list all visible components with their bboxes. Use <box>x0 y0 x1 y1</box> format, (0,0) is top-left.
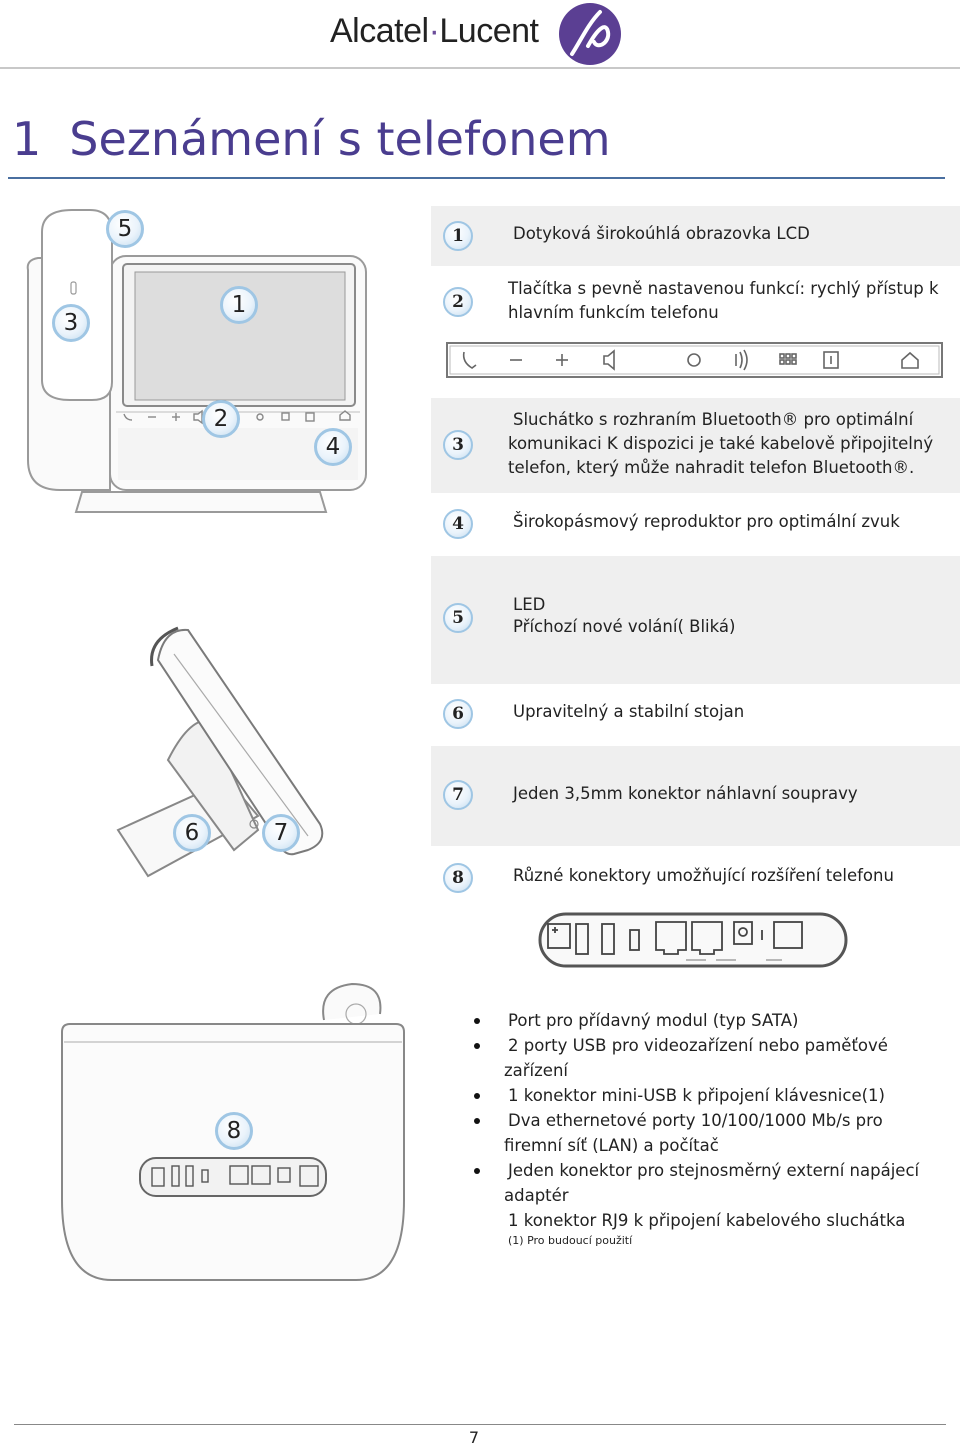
feature-text-line: Příchozí nové volání( Bliká) <box>513 617 736 636</box>
brand-logo-text: Alcatel·Lucent <box>330 12 539 51</box>
callout-front-1: 1 <box>220 286 258 324</box>
header-divider <box>0 67 960 69</box>
feature-row-8: 8 Různé konektory umožňující rozšíření t… <box>431 856 960 900</box>
bullet-text-line: zařízení <box>504 1061 568 1080</box>
ethernet-port-icon <box>691 921 723 955</box>
feature-number-badge: 3 <box>443 430 473 460</box>
bullet-text-line: 2 porty USB pro videozařízení nebo paměť… <box>508 1036 888 1055</box>
bullet-dot <box>474 1043 480 1049</box>
sata-port-icon <box>547 923 571 949</box>
feature-description: Tlačítka s pevně nastavenou funkcí: rych… <box>508 277 939 325</box>
speaker-icon <box>603 349 615 371</box>
feature-description: Sluchátko s rozhraním Bluetooth® pro opt… <box>508 408 933 480</box>
bullet-item: Port pro přídavný modul (typ SATA) <box>474 1008 944 1033</box>
chapter-number: 1 <box>12 112 42 166</box>
feature-text-line: hlavním funkcím telefonu <box>508 303 719 322</box>
bullet-text-line: Jeden konektor pro stejnosměrný externí … <box>508 1161 920 1180</box>
dc-jack-icon <box>733 921 753 945</box>
bullet-text-line: 1 konektor mini-USB k připojení klávesni… <box>508 1086 885 1105</box>
feature-text-line: komunikaci K dispozici je také kabelově … <box>508 434 934 453</box>
callout-side-6: 6 <box>173 814 211 852</box>
chapter-title: Seznámení s telefonem <box>69 112 611 166</box>
usb-port-icon <box>601 923 615 955</box>
bullet-text-line: Dva ethernetové porty 10/100/1000 Mb/s p… <box>508 1111 883 1130</box>
bullet-dot <box>474 1168 480 1174</box>
feature-text-line: Tlačítka s pevně nastavenou funkcí: rych… <box>508 279 939 298</box>
feature-text-line: telefon, který může nahradit telefon Blu… <box>508 458 915 477</box>
feature-number-badge: 2 <box>443 287 473 317</box>
feature-row-6: 6 Upravitelný a stabilní stojan <box>431 690 960 740</box>
rj9-port-icon <box>761 921 803 949</box>
footer-divider <box>14 1424 946 1425</box>
feature-row-3: 3 Sluchátko s rozhraním Bluetooth® pro o… <box>431 398 960 493</box>
phone-back-illustration <box>61 982 405 1281</box>
callout-front-5: 5 <box>106 210 144 248</box>
feature-text-line: Jeden 3,5mm konektor náhlavní soupravy <box>513 784 858 803</box>
feature-description: Upravitelný a stabilní stojan <box>513 700 744 724</box>
feature-description: Širokopásmový reproduktor pro optimální … <box>513 510 900 534</box>
feature-row-2: 2 Tlačítka s pevně nastavenou funkcí: ry… <box>431 272 960 332</box>
feature-description: Různé konektory umožňující rozšíření tel… <box>513 864 894 888</box>
feature-number-badge: 1 <box>443 221 473 251</box>
handset-icon <box>462 351 477 369</box>
circle-icon <box>687 353 701 367</box>
feature-text-line: Sluchátko s rozhraním Bluetooth® pro opt… <box>513 410 914 429</box>
bullet-item: Dva ethernetové porty 10/100/1000 Mb/s p… <box>474 1108 944 1158</box>
bullet-dot <box>474 1018 480 1024</box>
brand-part2: Lucent <box>439 12 539 50</box>
home-icon <box>901 351 919 369</box>
bullet-dot <box>474 1118 480 1124</box>
usb-port-icon <box>575 923 589 955</box>
phone-front-illustration <box>26 209 367 513</box>
brand-part1: Alcatel <box>330 12 429 50</box>
function-keys-strip <box>446 342 943 378</box>
feature-text-line: LED <box>513 595 546 614</box>
footnote: (1) Pro budoucí použití <box>508 1234 633 1247</box>
bullet-text-line: 1 konektor RJ9 k připojení kabelového sl… <box>508 1211 906 1230</box>
callout-front-3: 3 <box>52 304 90 342</box>
feature-number-badge: 8 <box>443 863 473 893</box>
connector-bullet-list: Port pro přídavný modul (typ SATA) 2 por… <box>474 1008 944 1233</box>
feature-text-line: Různé konektory umožňující rozšíření tel… <box>513 866 894 885</box>
title-underline <box>8 177 945 179</box>
bullet-dot <box>474 1093 480 1099</box>
feature-row-5: 5 LED Příchozí nové volání( Bliká) <box>431 556 960 684</box>
plus-icon <box>556 354 568 366</box>
callout-front-4: 4 <box>314 428 352 466</box>
bullet-text-line: adaptér <box>504 1186 569 1205</box>
page-number: 7 <box>468 1428 480 1447</box>
bullet-item: 2 porty USB pro videozařízení nebo paměť… <box>474 1033 944 1083</box>
feature-row-1: 1 Dotyková širokoúhlá obrazovka LCD <box>431 206 960 266</box>
bullet-item: 1 konektor mini-USB k připojení klávesni… <box>474 1083 944 1108</box>
feature-number-badge: 6 <box>443 699 473 729</box>
callout-front-2: 2 <box>202 400 240 438</box>
feature-text-line: Širokopásmový reproduktor pro optimální … <box>513 512 900 531</box>
callout-back-8: 8 <box>215 1112 253 1150</box>
feature-number-badge: 5 <box>443 603 473 633</box>
connectors-panel <box>538 912 848 968</box>
info-icon <box>823 351 839 369</box>
feature-row-4: 4 Širokopásmový reproduktor pro optimáln… <box>431 500 960 550</box>
mini-usb-port-icon <box>629 929 640 951</box>
feature-number-badge: 7 <box>443 780 473 810</box>
feature-description: LED Příchozí nové volání( Bliká) <box>513 594 735 638</box>
phone-side-illustration <box>116 626 324 878</box>
feature-text-line: Upravitelný a stabilní stojan <box>513 702 745 721</box>
bullet-item: Jeden konektor pro stejnosměrný externí … <box>474 1158 944 1208</box>
bullet-item: 1 konektor RJ9 k připojení kabelového sl… <box>474 1208 944 1233</box>
brand-separator: · <box>428 12 440 50</box>
feature-description: Dotyková širokoúhlá obrazovka LCD <box>513 222 810 246</box>
callout-side-7: 7 <box>262 814 300 852</box>
ethernet-port-icon <box>655 921 687 955</box>
feature-description: Jeden 3,5mm konektor náhlavní soupravy <box>513 782 858 806</box>
feature-row-7: 7 Jeden 3,5mm konektor náhlavní soupravy <box>431 746 960 846</box>
bullet-text-line: firemní síť (LAN) a počítač <box>504 1136 719 1155</box>
feature-number-badge: 4 <box>443 509 473 539</box>
keypad-icon <box>779 353 797 365</box>
page-title: 1 Seznámení s telefonem <box>12 112 611 166</box>
hands-free-icon <box>735 349 748 371</box>
feature-text-line: Dotyková širokoúhlá obrazovka LCD <box>513 224 810 243</box>
brand-logo-icon <box>559 3 621 65</box>
bullet-text-line: Port pro přídavný modul (typ SATA) <box>508 1011 799 1030</box>
